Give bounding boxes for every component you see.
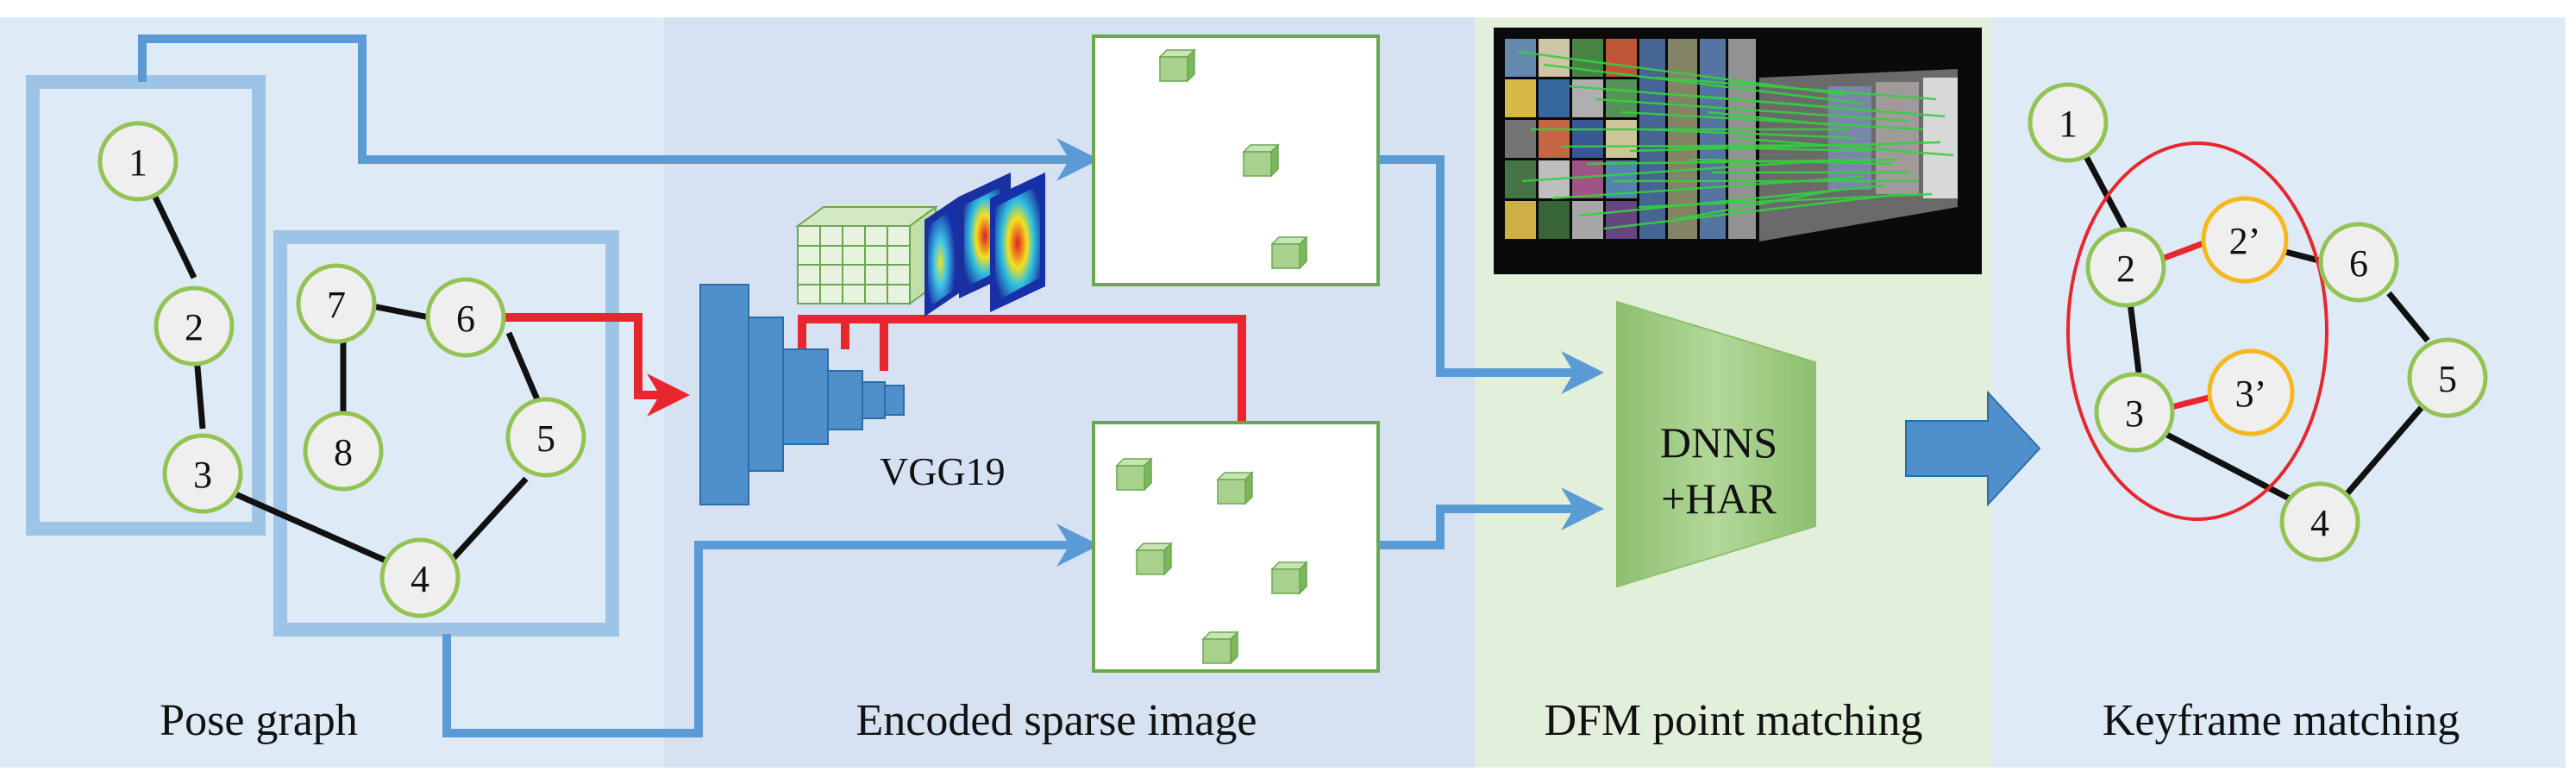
pose-node-7-label: 7 xyxy=(327,284,346,326)
keyframe-node-5: 5 xyxy=(2407,337,2488,418)
keyframe-graph-nodes: 1 2 2’ 6 3 3’ 5 4 xyxy=(2028,82,2488,562)
pose-node-2-label: 2 xyxy=(185,306,204,348)
har-label: +HAR xyxy=(1661,474,1777,523)
keyframe-node-6: 6 xyxy=(2318,222,2399,303)
pose-node-6: 6 xyxy=(425,277,506,358)
pose-node-5-label: 5 xyxy=(536,417,555,460)
pose-node-8: 8 xyxy=(303,411,384,492)
keyframe-node-3-prime-label: 3’ xyxy=(2235,373,2267,415)
loop-closure-ellipse xyxy=(2066,141,2328,521)
keyframe-node-2: 2 xyxy=(2085,227,2166,308)
red-flow-arrows xyxy=(500,313,1263,466)
keyframe-node-1-label: 1 xyxy=(2059,103,2078,145)
pose-node-4-label: 4 xyxy=(411,558,429,600)
pose-node-1-label: 1 xyxy=(128,141,147,184)
feature-tensor-icon xyxy=(794,205,939,305)
pose-node-6-label: 6 xyxy=(456,298,475,340)
keyframe-node-4: 4 xyxy=(2279,481,2360,562)
blue-flow-arrows xyxy=(138,34,1604,737)
output-arrow xyxy=(1905,390,2041,507)
pose-graph-panel xyxy=(0,17,664,768)
caption-keyframe-matching: Keyframe matching xyxy=(2103,696,2460,745)
pose-node-5: 5 xyxy=(505,397,586,478)
keyframe-node-2-prime: 2’ xyxy=(2201,196,2289,284)
heatmap-icons xyxy=(924,172,1045,317)
caption-dfm-point-matching: DFM point matching xyxy=(1544,696,1922,745)
dfm-matching-photo xyxy=(1494,28,1982,274)
keyframe-node-3: 3 xyxy=(2094,372,2175,453)
keyframe-node-3-label: 3 xyxy=(2125,392,2144,435)
pose-node-7: 7 xyxy=(296,263,377,344)
keyframe-node-5-label: 5 xyxy=(2438,358,2457,400)
vgg19-label: VGG19 xyxy=(880,449,1006,493)
pose-node-4: 4 xyxy=(379,537,461,618)
pose-node-8-label: 8 xyxy=(334,431,353,474)
caption-encoded-sparse-image: Encoded sparse image xyxy=(856,696,1257,745)
keyframe-node-4-label: 4 xyxy=(2310,502,2329,544)
encoded-image-bottom xyxy=(1092,421,1380,673)
pose-node-3-label: 3 xyxy=(193,454,212,496)
pose-node-1: 1 xyxy=(97,121,179,202)
keyframe-node-1: 1 xyxy=(2028,82,2109,163)
vgg19-network xyxy=(699,284,905,505)
pose-node-2: 2 xyxy=(154,285,235,367)
pose-graph-nodes: 1 2 3 4 5 6 7 8 xyxy=(97,121,586,618)
caption-pose-graph: Pose graph xyxy=(160,696,358,745)
keyframe-node-2-prime-label: 2’ xyxy=(2229,220,2261,262)
dnns-label: DNNS xyxy=(1660,418,1777,467)
keyframe-match-links xyxy=(2160,240,2213,411)
encoded-image-top xyxy=(1092,34,1380,286)
dnns-har-block: DNNS +HAR xyxy=(1616,300,1816,588)
keyframe-node-6-label: 6 xyxy=(2349,242,2368,285)
keyframe-node-3-prime: 3’ xyxy=(2207,348,2295,436)
keyframe-node-2-label: 2 xyxy=(2116,248,2135,290)
keyframe-window-2 xyxy=(273,230,619,637)
pose-node-3: 3 xyxy=(162,433,243,514)
